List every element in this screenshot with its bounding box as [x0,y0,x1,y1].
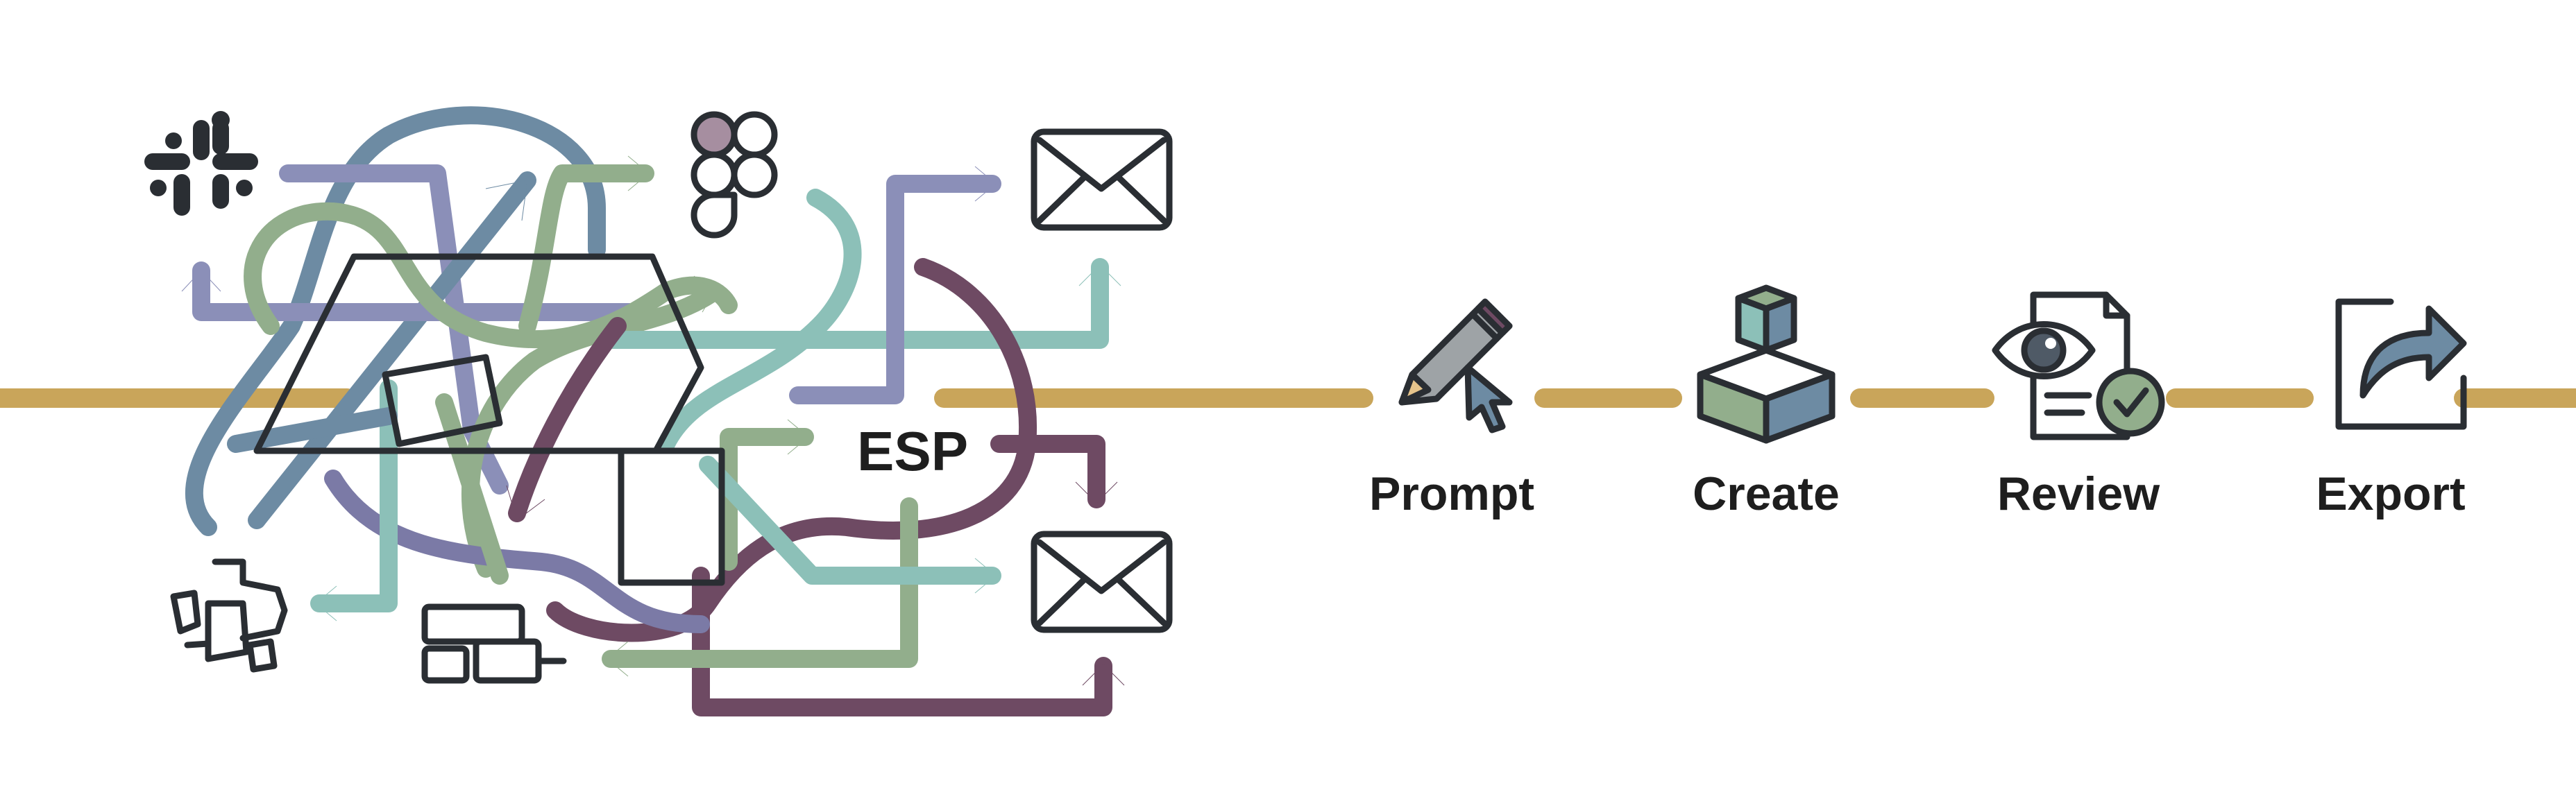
puzzle-blocks-icon [170,558,288,673]
bottom-box-frame [618,447,725,586]
tangled-arrows [181,106,1125,716]
arrowhead-teal-right [1078,264,1121,286]
arrow-lavender-up [789,175,1001,404]
arrow-lavender-left [192,261,647,321]
arrow-teal-bottom [699,456,1001,585]
arrow-plum-bottom [692,567,1112,716]
inner-card-frame [382,354,503,447]
arrowhead-sage-esp [787,419,809,455]
arrow-lavender-top [279,164,509,495]
slack-logo-icon [144,111,258,216]
tangle-outline-frames [253,253,725,586]
arrowhead-teal-bottom [974,558,997,594]
arrow-teal-right [602,258,1109,349]
arrowhead-plum-down [506,485,545,521]
arrowhead-teal-left [315,585,337,621]
arrowhead-plum-bottom [1082,664,1125,686]
arrow-sage-esp [720,428,814,571]
step-label-review: Review [1997,467,2160,520]
arrow-sage-top [518,164,654,335]
envelope-bottom-icon [1031,531,1173,633]
arrow-steel-loop [185,106,606,536]
eye-checklist-icon [1992,291,2165,440]
box-assembly-icon [1697,284,1836,444]
arrow-sage-bottom [602,497,918,668]
hexagon-frame [253,253,704,454]
arrow-plum-right [990,435,1105,508]
arrowhead-sage-top [627,155,650,191]
arrowhead-steel-diagonal [485,180,528,221]
arrow-plum-down [508,317,627,522]
esp-label: ESP [857,420,968,482]
arrowhead-sage-up [693,275,715,313]
component-blocks-icon [421,603,567,684]
arrowhead-sage-bottom [607,641,629,677]
step-label-export: Export [2316,467,2465,520]
arrowhead-lavender-left [181,270,221,292]
step-label-prompt: Prompt [1369,467,1534,520]
step-label-create: Create [1693,467,1840,520]
arrow-teal-curve [657,189,862,453]
pencil-cursor-icon [1398,298,1513,433]
share-export-icon [2335,298,2467,430]
arrow-teal-left [310,379,398,612]
arrow-steel-diagonal [248,171,536,529]
arrowhead-lavender-up [974,166,997,202]
arrowhead-plum-right [1075,481,1118,504]
envelope-top-icon [1031,128,1173,231]
figma-logo-icon [690,111,778,239]
